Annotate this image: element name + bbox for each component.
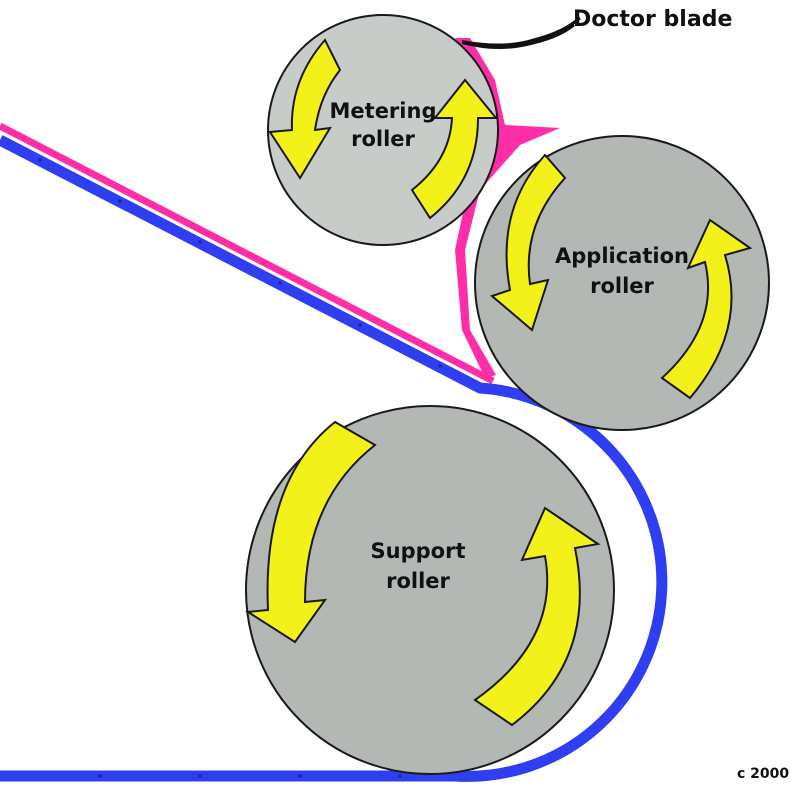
web-dots <box>38 158 442 778</box>
support-arrow-right <box>473 506 601 727</box>
support-arrow-left <box>245 420 377 644</box>
metering-arrow-left <box>268 38 342 180</box>
metering-roller-label-line2: roller <box>351 127 415 151</box>
application-arrow-left <box>490 153 567 332</box>
support-roller-label-line2: roller <box>386 569 450 593</box>
doctor-blade-leader <box>571 16 581 26</box>
metering-roller-label-line1: Metering <box>330 99 437 123</box>
metering-arrow-right <box>410 78 499 220</box>
application-roller-label-line1: Application <box>555 244 689 268</box>
application-arrow-right <box>660 218 753 400</box>
support-roller-label-line1: Support <box>371 539 466 563</box>
doctor-blade-label: Doctor blade <box>573 7 732 32</box>
application-roller-label-line2: roller <box>590 274 654 298</box>
copyright-text: c 2000 <box>737 766 789 782</box>
doctor-blade <box>462 22 575 49</box>
coating-layer <box>0 122 495 385</box>
